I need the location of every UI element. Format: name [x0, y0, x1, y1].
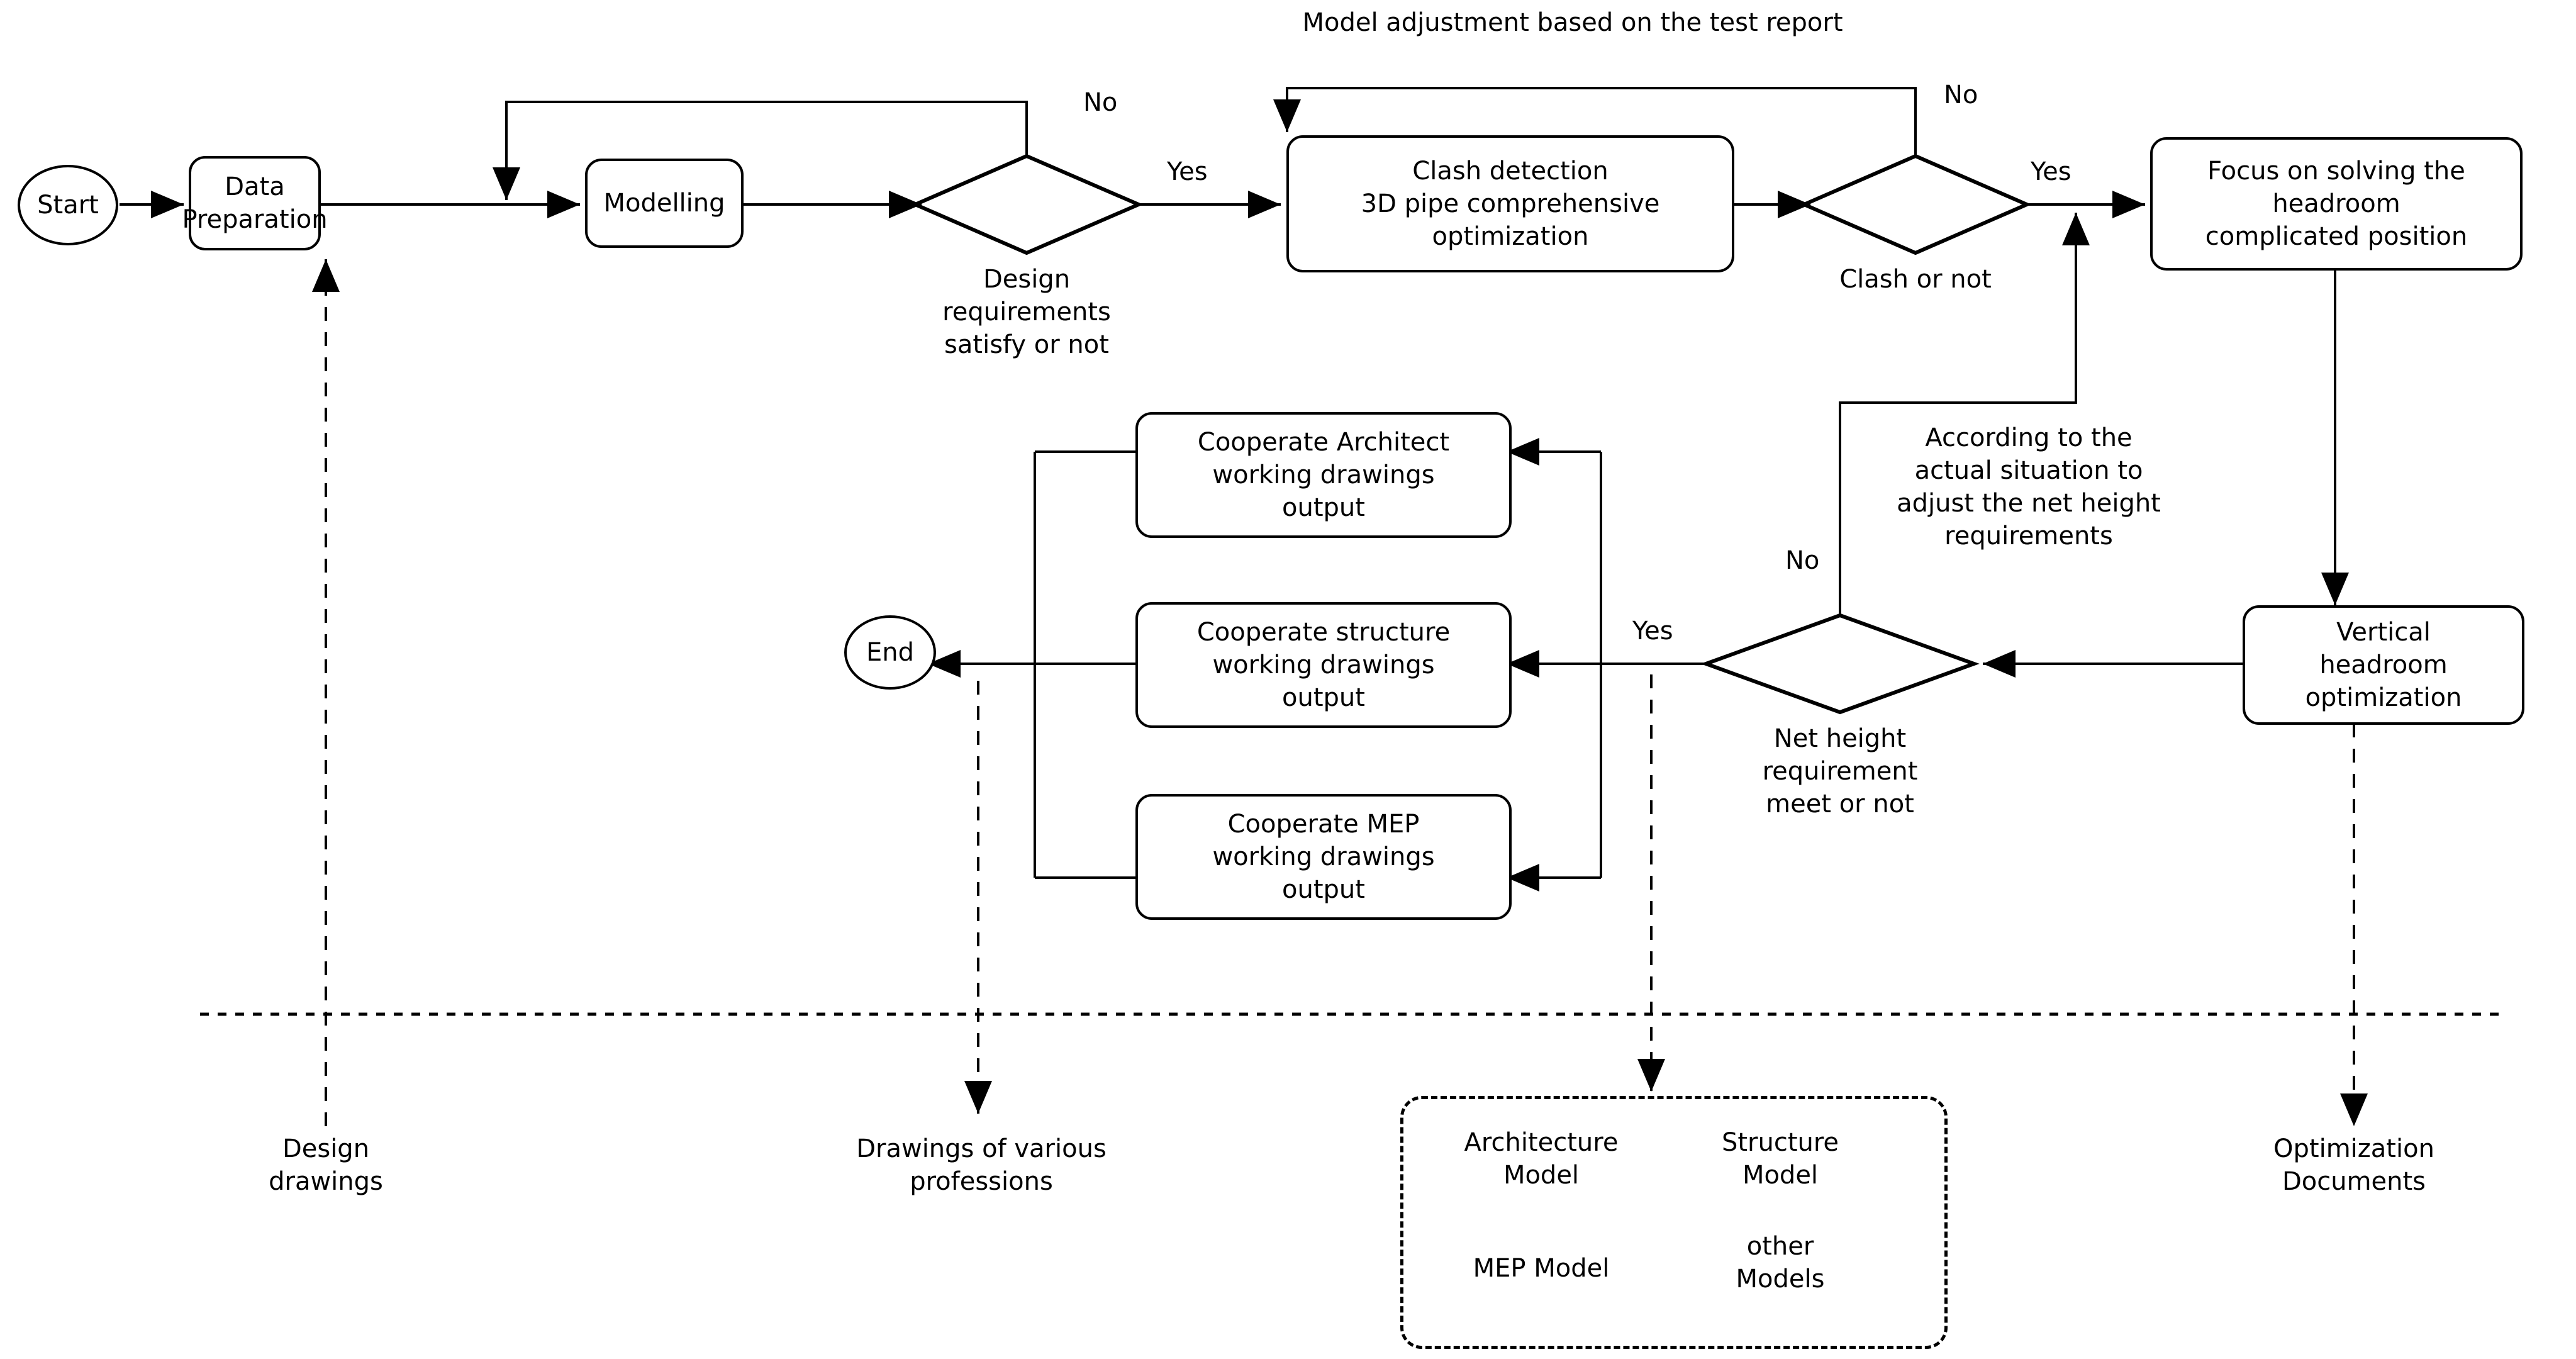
model-mep-text: MEP Model — [1473, 1254, 1610, 1283]
model-other-text: other Models — [1736, 1232, 1825, 1294]
edge-label-clash-yes: Yes — [2031, 157, 2071, 186]
deliverable-drawings-professions: Drawings of various professions — [818, 1132, 1145, 1198]
node-focus-headroom-label: Focus on solving the headroom complicate… — [2205, 157, 2468, 251]
drawings-professions-text: Drawings of various professions — [856, 1134, 1107, 1196]
node-cooperate-structure-label: Cooperate structure working drawings out… — [1196, 618, 1451, 712]
clash-no-text: No — [1944, 81, 1978, 109]
node-start[interactable]: Start — [18, 165, 118, 245]
model-cell-architecture: Architecture Model — [1434, 1126, 1648, 1192]
model-cell-structure: Structure Model — [1673, 1126, 1887, 1192]
optimization-documents-text: Optimization Documents — [2273, 1134, 2434, 1196]
edge-label-netheight-no: No — [1785, 546, 1819, 575]
annotation-model-adjustment: Model adjustment based on the test repor… — [1170, 6, 1975, 39]
design-drawings-text: Design drawings — [269, 1134, 383, 1196]
node-net-height-label: Net height requirement meet or not — [1717, 722, 1963, 820]
edge-netheight-no-to-focus-line — [1839, 213, 2090, 615]
model-adjustment-text: Model adjustment based on the test repor… — [1302, 8, 1843, 37]
node-focus-headroom[interactable]: Focus on solving the headroom complicate… — [2150, 137, 2523, 271]
node-clash-or-not-label: Clash or not — [1790, 263, 2041, 296]
design-no-text: No — [1083, 88, 1118, 117]
clash-yes-text: Yes — [2031, 157, 2071, 186]
node-end-label: End — [866, 638, 914, 667]
node-vertical-headroom-label: Vertical headroom optimization — [2305, 618, 2462, 712]
node-clash-detection[interactable]: Clash detection 3D pipe comprehensive op… — [1286, 135, 1734, 272]
node-data-preparation[interactable]: Data Preparation — [182, 156, 328, 250]
edge-label-netheight-yes: Yes — [1632, 617, 1673, 646]
model-cell-mep: MEP Model — [1434, 1252, 1648, 1285]
model-group-box[interactable] — [1400, 1096, 1948, 1349]
node-vertical-headroom[interactable]: Vertical headroom optimization — [2243, 605, 2524, 725]
design-requirements-text: Design requirements satisfy or not — [942, 265, 1111, 359]
netheight-yes-text: Yes — [1632, 617, 1673, 646]
net-height-text: Net height requirement meet or not — [1762, 724, 1918, 819]
model-cell-other: other Models — [1673, 1230, 1887, 1295]
node-cooperate-architect[interactable]: Cooperate Architect working drawings out… — [1135, 412, 1512, 538]
deliverable-design-drawings: Design drawings — [213, 1132, 439, 1198]
edge-design-no-feedback — [493, 101, 1028, 200]
node-modelling[interactable]: Modelling — [585, 159, 744, 248]
edge-label-design-yes: Yes — [1167, 157, 1208, 186]
node-data-preparation-label: Data Preparation — [182, 172, 328, 234]
design-yes-text: Yes — [1167, 157, 1208, 186]
node-cooperate-structure[interactable]: Cooperate structure working drawings out… — [1135, 602, 1512, 728]
shape-net-height-diamond — [1700, 613, 1980, 715]
shape-design-requirements-diamond — [910, 154, 1144, 255]
model-architecture-text: Architecture Model — [1464, 1128, 1619, 1190]
edge-label-design-no: No — [1083, 88, 1117, 117]
node-cooperate-mep-label: Cooperate MEP working drawings output — [1212, 810, 1435, 904]
edge-model-adjustment-loop — [1273, 87, 1917, 156]
node-cooperate-mep[interactable]: Cooperate MEP working drawings output — [1135, 794, 1512, 920]
clash-or-not-text: Clash or not — [1839, 265, 1992, 294]
node-clash-detection-label: Clash detection 3D pipe comprehensive op… — [1361, 157, 1660, 251]
annotation-according-actual: According to the actual situation to adj… — [1862, 422, 2195, 552]
node-cooperate-architect-label: Cooperate Architect working drawings out… — [1197, 428, 1450, 522]
shape-clash-or-not-diamond — [1799, 154, 2032, 255]
deliverable-optimization-documents: Optimization Documents — [2209, 1132, 2499, 1198]
edge-label-clash-no: No — [1944, 81, 1978, 109]
model-structure-text: Structure Model — [1721, 1128, 1839, 1190]
according-actual-text: According to the actual situation to adj… — [1897, 423, 2161, 551]
node-end[interactable]: End — [844, 615, 936, 690]
node-design-requirements-label: Design requirements satisfy or not — [901, 263, 1152, 361]
node-start-label: Start — [37, 191, 99, 220]
node-modelling-label: Modelling — [603, 189, 725, 218]
netheight-no-text: No — [1785, 546, 1820, 575]
